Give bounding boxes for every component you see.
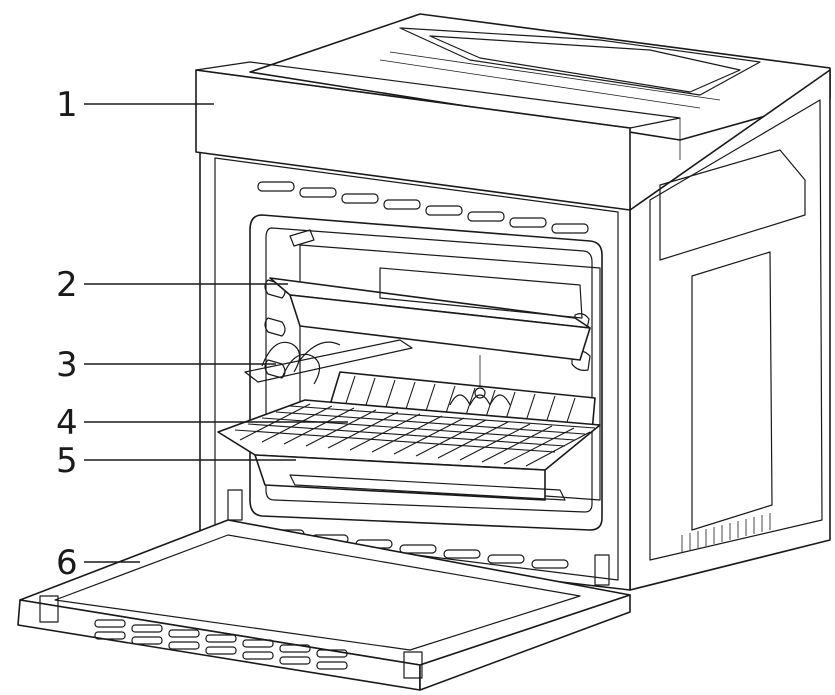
control-panel [195,61,681,211]
oven-side-panel [629,69,831,591]
callout-leaders [84,103,348,563]
deep-tray [217,399,601,501]
callout-4-label: 4 [56,403,78,443]
bottom-rail [289,474,566,501]
side-wire-rack [244,339,413,385]
grill-rack [329,371,596,433]
door-vent-slots [94,619,348,670]
callout-2-label: 2 [56,265,78,305]
callout-1-label: 1 [56,85,78,125]
callout-3-label: 3 [56,345,78,385]
top-vent-slots [257,181,589,234]
oven-door [17,519,631,691]
callout-5-label: 5 [56,441,78,481]
baking-tray [269,267,591,361]
callout-labels: 1 2 3 4 5 6 [56,85,78,583]
callout-6-label: 6 [56,543,78,583]
door-hinges [227,489,610,586]
side-vent-slots [681,513,771,552]
